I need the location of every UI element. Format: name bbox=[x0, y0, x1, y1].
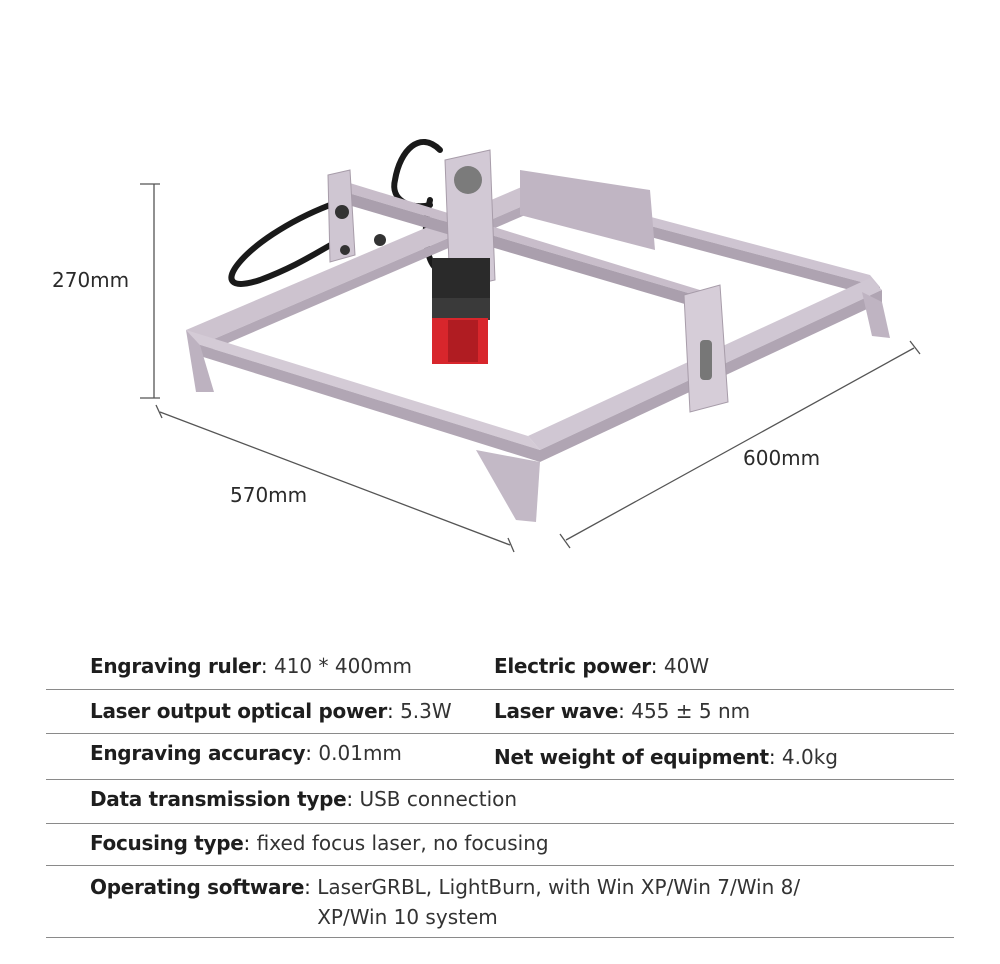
spec-row: Laser output optical power: 5.3W Laser w… bbox=[46, 690, 954, 734]
spec-value: fixed focus laser, no focusing bbox=[256, 831, 549, 855]
spec-operating-software: Operating software: LaserGRBL, LightBurn… bbox=[46, 872, 954, 937]
laser-module bbox=[432, 149, 496, 364]
spec-key: Engraving ruler bbox=[90, 654, 261, 678]
spec-net-weight: Net weight of equipment: 4.0kg bbox=[494, 745, 839, 769]
spec-row: Engraving ruler: 410 * 400mm Electric po… bbox=[46, 643, 954, 690]
fan-icon bbox=[454, 166, 482, 194]
spec-value-line: LaserGRBL, LightBurn, with Win XP/Win 7/… bbox=[317, 875, 801, 899]
spec-value: 4.0kg bbox=[781, 745, 839, 769]
spec-value: 455 ± 5 nm bbox=[631, 699, 751, 723]
depth-dimension-label: 570mm bbox=[230, 483, 308, 507]
product-illustration: 270mm 570mm 600mm bbox=[52, 139, 921, 553]
width-dimension-label: 600mm bbox=[743, 446, 821, 470]
spec-table: Engraving ruler: 410 * 400mm Electric po… bbox=[46, 643, 954, 938]
spec-value-line: XP/Win 10 system bbox=[317, 905, 498, 929]
spec-key: Laser output optical power bbox=[90, 699, 387, 723]
dimension-lines bbox=[140, 183, 921, 553]
spec-key: Focusing type bbox=[90, 831, 244, 855]
spec-row: Focusing type: fixed focus laser, no foc… bbox=[46, 824, 954, 866]
spec-key: Net weight of equipment bbox=[494, 745, 769, 769]
spec-key: Laser wave bbox=[494, 699, 619, 723]
spec-value: LaserGRBL, LightBurn, with Win XP/Win 7/… bbox=[317, 872, 800, 937]
spec-laser-wave: Laser wave: 455 ± 5 nm bbox=[494, 699, 751, 723]
spec-value: 40W bbox=[663, 654, 710, 678]
spec-key: Engraving accuracy bbox=[90, 741, 306, 765]
spec-data-transmission: Data transmission type: USB connection bbox=[90, 787, 518, 811]
spec-key: Operating software bbox=[90, 875, 305, 899]
spec-focusing-type: Focusing type: fixed focus laser, no foc… bbox=[90, 831, 549, 855]
spec-row: Data transmission type: USB connection bbox=[46, 780, 954, 824]
laser-engraver-drawing bbox=[140, 139, 921, 553]
spec-laser-output: Laser output optical power: 5.3W bbox=[90, 699, 452, 723]
spec-engraving-ruler: Engraving ruler: 410 * 400mm bbox=[90, 654, 413, 678]
spec-row: Engraving accuracy: 0.01mm Net weight of… bbox=[46, 734, 954, 780]
height-dimension-label: 270mm bbox=[52, 268, 130, 292]
spec-value: 410 * 400mm bbox=[273, 654, 413, 678]
spec-value: USB connection bbox=[359, 787, 518, 811]
spec-key: Electric power bbox=[494, 654, 651, 678]
spec-value: 5.3W bbox=[400, 699, 452, 723]
spec-row: Operating software: LaserGRBL, LightBurn… bbox=[46, 866, 954, 938]
spec-engraving-accuracy: Engraving accuracy: 0.01mm bbox=[90, 741, 402, 765]
spec-key: Data transmission type bbox=[90, 787, 347, 811]
spec-value: 0.01mm bbox=[318, 741, 402, 765]
spec-electric-power: Electric power: 40W bbox=[494, 654, 710, 678]
